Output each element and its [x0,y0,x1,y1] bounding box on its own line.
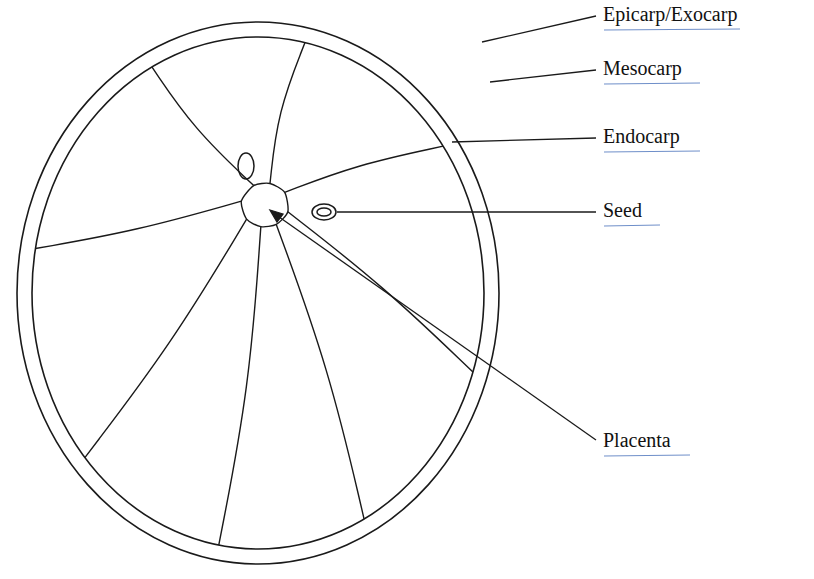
seeds [238,153,336,220]
seed-shape [312,204,336,220]
part-label: Endocarp [603,124,680,148]
part-label: Epicarp/Exocarp [603,2,737,26]
underline [604,83,700,84]
leader-line [272,212,596,440]
part-label: Mesocarp [603,56,682,80]
segment-wall [35,201,241,248]
segment-wall [270,43,305,184]
segment-walls [35,43,473,546]
leader-arrowhead [270,210,283,222]
segment-wall [152,67,254,186]
seed-shape [238,153,254,179]
segment-wall [85,219,247,457]
segment-wall [219,227,261,545]
segment-wall [285,146,443,192]
leader-line [452,138,596,142]
underline [604,151,700,152]
seed-inner [317,208,331,216]
placenta-hub [241,183,288,227]
fruit-outline [17,22,499,564]
underline [604,455,690,456]
leader-line [482,16,596,42]
pen-underlines [604,29,740,456]
mesocarp-outline [32,37,484,549]
segment-wall [276,224,364,519]
leader-lines [270,16,596,440]
leader-line [490,70,596,82]
leader-line [337,211,596,212]
epicarp-outline [17,22,499,564]
underline [604,225,660,226]
part-label: Placenta [603,428,671,452]
segment-wall [288,212,473,372]
underline [604,29,740,30]
part-label: Seed [603,198,642,222]
